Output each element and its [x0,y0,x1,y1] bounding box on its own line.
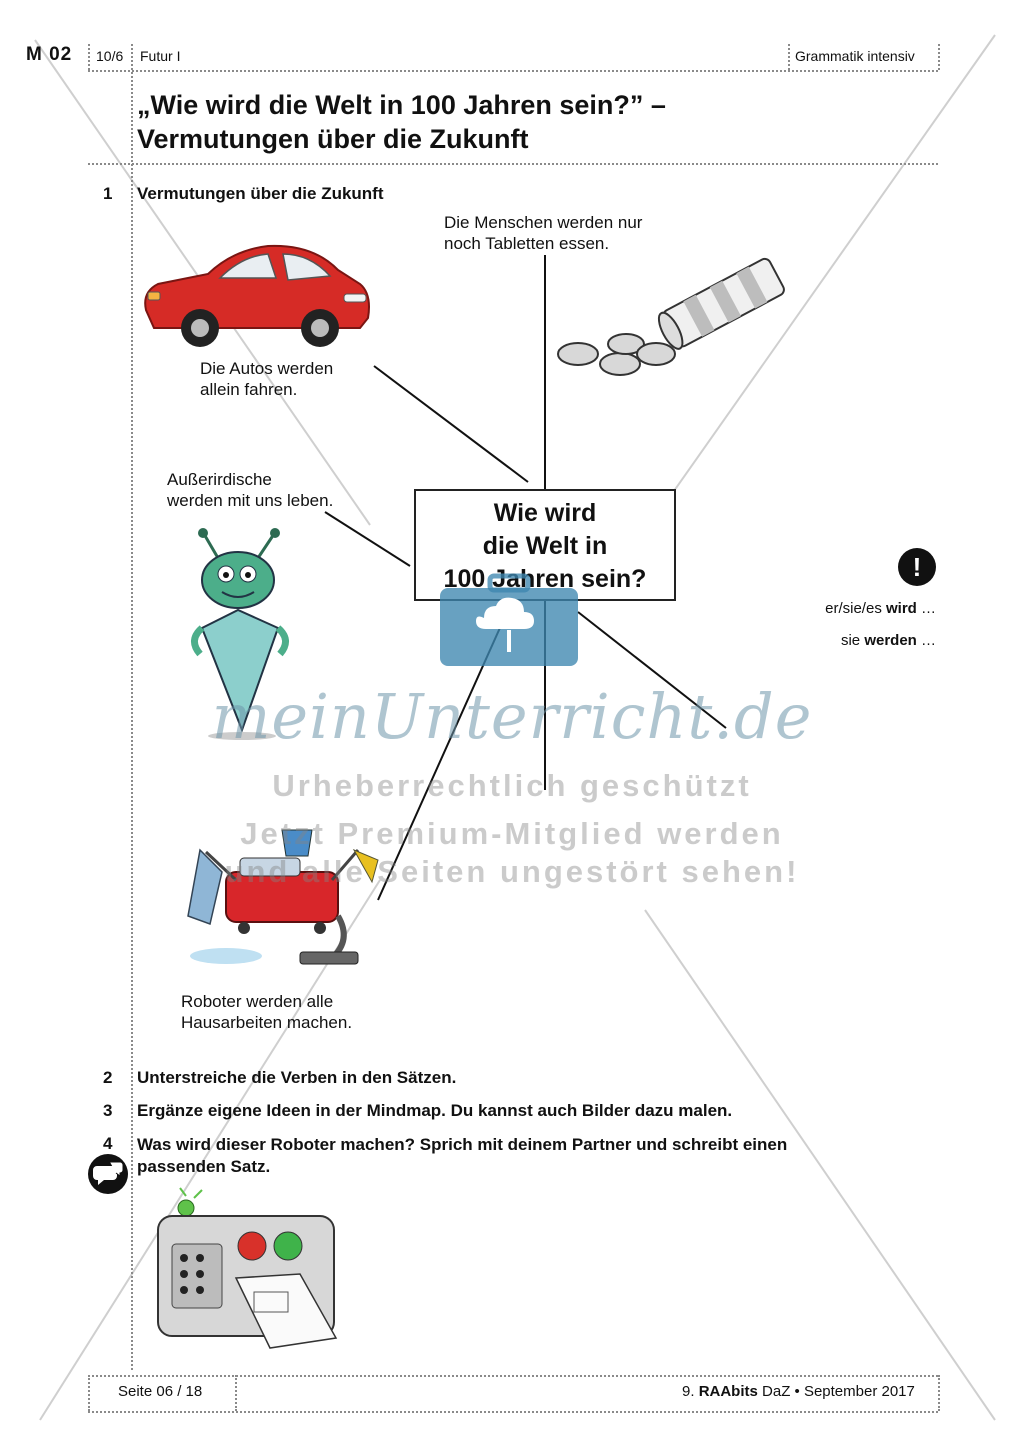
topic-label: Futur I [140,48,181,64]
cleaning-robot-illustration [187,829,379,965]
header-sep-3 [938,44,940,70]
briefcase-cloud-icon [440,573,578,666]
task-2-number: 2 [103,1068,113,1087]
pills-illustration [557,257,785,376]
series-label: Grammatik intensiv [795,48,915,64]
car-illustration [144,244,370,347]
footer-sep-left [88,1375,90,1411]
bubble-aliens: Außerirdische werden mit uns leben. [167,470,334,510]
task-1-text: Vermutungen über die Zukunft [137,184,384,203]
task-1-number: 1 [103,184,113,203]
watermark-premium: Jetzt Premium-Mitglied werden [240,816,784,851]
material-number: 10/6 [96,48,124,64]
material-code: M 02 [26,44,73,65]
speech-bubble-icon [88,1154,128,1194]
task-4-number: 4 [103,1134,113,1153]
header-sep-2 [788,44,790,70]
printer-robot-illustration [157,1187,338,1349]
grammar-hint-singular: er/sie/es wird … [825,600,936,617]
footer-rule-top [88,1375,938,1377]
bubble-pills: Die Menschen werden nur noch Tabletten e… [444,213,643,253]
header-rule [88,70,938,72]
exclamation-icon: ! [898,548,936,586]
alien-illustration [191,528,289,740]
footer-sep-right [938,1375,940,1411]
grammar-hint-plural: sie werden … [840,632,936,649]
task-3-number: 3 [103,1101,113,1120]
watermark-copyright: Urheberrechtlich geschützt [272,768,752,803]
issue-info: 9. RAAbits DaZ • September 2017 [682,1383,915,1400]
task-3-text: Ergänze eigene Ideen in der Mindmap. Du … [137,1101,733,1120]
title-line-2: Vermutungen über die Zukunft [137,124,529,154]
task-4-text: Was wird dieser Roboter machen? Sprich m… [137,1135,788,1176]
margin-rule [131,44,133,1370]
page-number: Seite 06 / 18 [118,1383,203,1400]
footer-sep-mid [235,1375,237,1411]
task-2-text: Unterstreiche die Verben in den Sätzen. [137,1068,457,1087]
title-rule [88,163,938,165]
bubble-cars: Die Autos werden allein fahren. [200,359,334,399]
title-line-1: „Wie wird die Welt in 100 Jahren sein?” … [137,90,666,120]
center-line-2: die Welt in [482,532,608,560]
bubble-robots: Roboter werden alle Hausarbeiten machen. [181,992,353,1032]
header-sep-1 [88,44,90,70]
footer-rule-bottom [88,1411,938,1413]
page-title: „Wie wird die Welt in 100 Jahren sein?” … [137,88,666,156]
center-line-1: Wie wird [493,499,597,527]
watermark-brand: meinUnterricht.de [211,680,813,753]
watermark-cta: und alle Seiten ungestört sehen! [224,854,800,889]
